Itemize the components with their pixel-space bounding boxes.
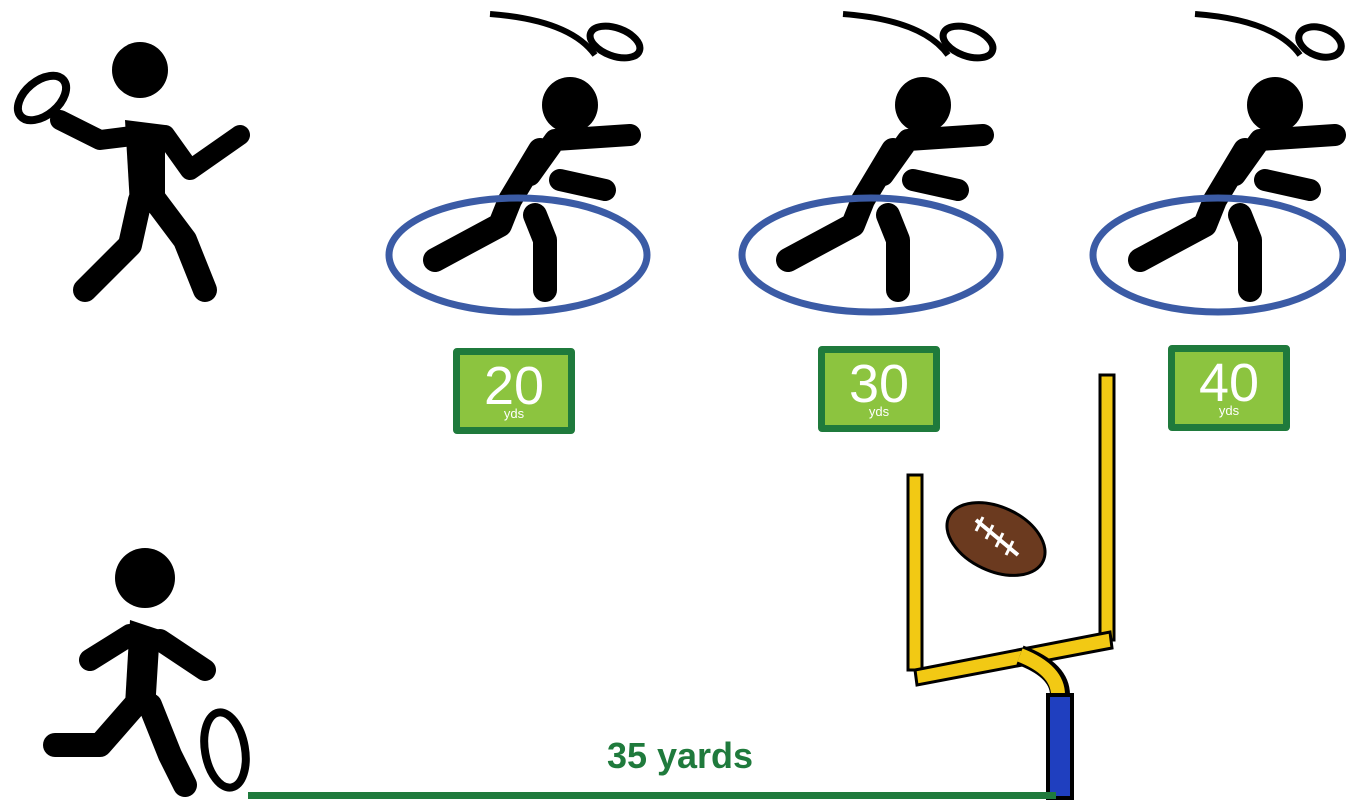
goalpost-icon: [890, 370, 1140, 801]
yardage-value: 20: [460, 359, 568, 413]
quarterback-icon: [0, 40, 260, 310]
yardage-value: 40: [1175, 356, 1283, 410]
kicker-icon: [30, 540, 260, 801]
yardage-sign-20: 20 yds: [453, 348, 575, 434]
receiver-icon: [380, 0, 660, 340]
yardage-sign-40: 40 yds: [1168, 345, 1290, 431]
kick-distance-line: [248, 792, 1056, 799]
kick-distance-label: 35 yards: [580, 735, 780, 777]
receiver-icon: [733, 0, 1013, 340]
receiver-icon: [1085, 0, 1346, 340]
yardage-unit: yds: [1175, 404, 1283, 417]
football-icon: [938, 495, 1058, 585]
yardage-unit: yds: [460, 407, 568, 420]
